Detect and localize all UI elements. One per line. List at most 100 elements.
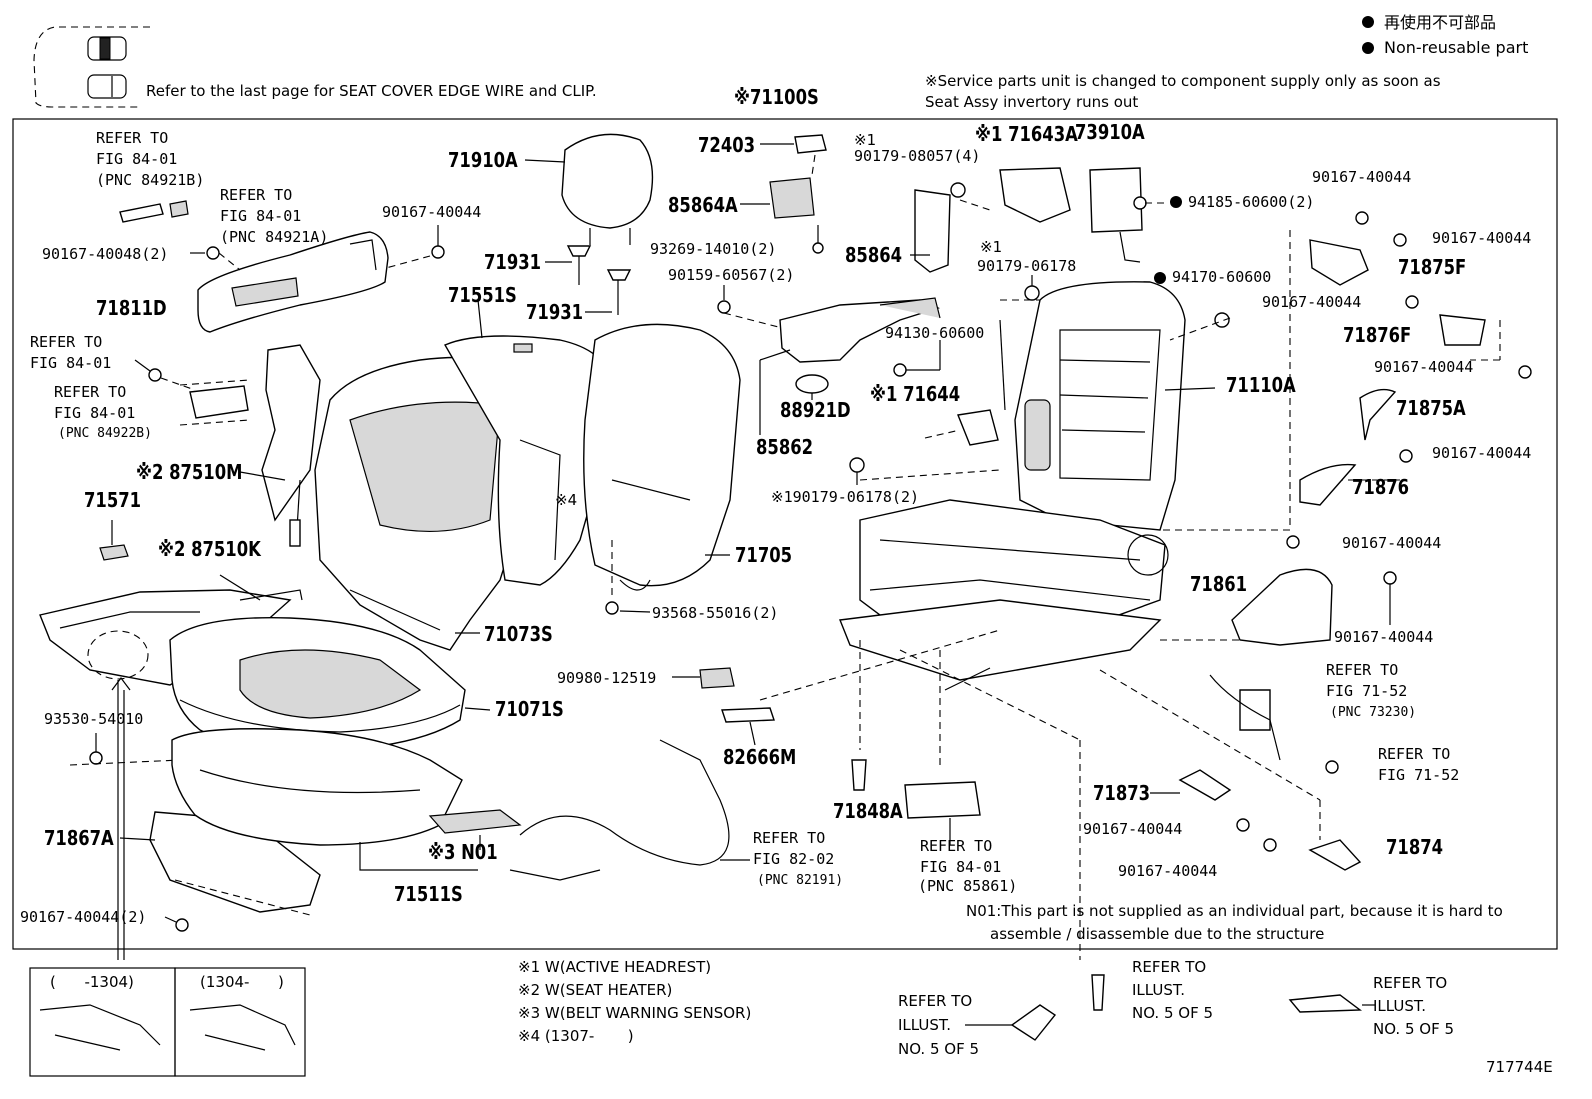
label-refer: FIG 84-01: [96, 150, 178, 168]
label-refer: (PNC 84921B): [96, 171, 205, 189]
label-refer: (PNC 84922B): [58, 426, 152, 441]
label-part: 71910A: [448, 148, 518, 172]
cover-71861: [1231, 568, 1333, 646]
label-part: 71511S: [394, 882, 463, 906]
legend-en: Non-reusable part: [1384, 38, 1529, 57]
label-part: 71811D: [96, 296, 167, 320]
label-part: 72403: [698, 133, 756, 157]
label-part: 71874: [1386, 835, 1444, 859]
label-refer: NO. 5 OF 5: [1132, 1004, 1214, 1022]
label-part: ※1 71644: [870, 382, 961, 406]
label-part: 90980-12519: [557, 669, 657, 687]
inset-right-label: (1304- ): [200, 973, 284, 991]
service-note-2: Seat Assy invertory runs out: [925, 93, 1139, 111]
label-part: 90167-40044: [1432, 444, 1532, 462]
footnote-2: ※2 W(SEAT HEATER): [518, 981, 673, 999]
seat-rails: [839, 599, 1162, 681]
label-part: ※3 N01: [428, 840, 498, 864]
part-71644: [957, 409, 999, 446]
knob-84921b: [119, 203, 164, 223]
cushion-pad-71511s: [171, 728, 463, 846]
label-refer: REFER TO: [1132, 958, 1207, 976]
label-part: 85864: [845, 243, 903, 267]
label-refer: FIG 84-01: [30, 354, 112, 372]
back-board-71705: [583, 323, 741, 587]
label-refer: FIG 71-52: [1378, 766, 1460, 784]
label-part: ※2 87510K: [158, 537, 261, 561]
seatback-frame-71110a: [1014, 281, 1186, 531]
label-part: ※2 87510M: [136, 460, 243, 484]
detail-circle: [87, 630, 149, 680]
inset-right-box: [174, 967, 306, 1077]
label-refer: REFER TO: [1373, 974, 1448, 992]
clip-72403: [794, 134, 827, 154]
label-refer: FIG 84-01: [54, 404, 136, 422]
label-part: 71875A: [1396, 396, 1466, 420]
label-part: 85864A: [668, 193, 738, 217]
support-71931-a: [566, 245, 592, 257]
footnote-4: ※4 (1307- ): [518, 1027, 634, 1045]
label-part: 71875F: [1398, 255, 1467, 279]
non-reusable-dot-2: [1362, 42, 1374, 54]
pad-71571: [99, 544, 129, 561]
label-part: 71571: [84, 488, 142, 512]
label-refer: REFER TO: [96, 129, 169, 147]
label-part: 71867A: [44, 826, 114, 850]
label-refer: (PNC 73230): [1330, 705, 1417, 720]
label-part: 90167-40044: [1083, 820, 1183, 838]
n01-note-1: N01:This part is not supplied as an indi…: [966, 902, 1503, 920]
bracket-84922b: [189, 385, 249, 419]
label-part: 71848A: [833, 799, 903, 823]
knob-84921a: [169, 200, 189, 218]
label-part: 90167-40044: [1432, 229, 1532, 247]
pin-71848a: [851, 759, 867, 791]
refer-illust-part-a: [1010, 1004, 1057, 1041]
label-part: 90167-40044: [1262, 293, 1362, 311]
non-reusable-dot-1: [1362, 16, 1374, 28]
n01-note-2: assemble / disassemble due to the struct…: [990, 925, 1325, 943]
clip-icon-1: [87, 36, 127, 61]
label-part: 71071S: [495, 697, 564, 721]
label-part: 85862: [756, 435, 814, 459]
connector-90980: [699, 667, 735, 689]
label-part: 73910A: [1075, 120, 1145, 144]
label-part: 93568-55016(2): [652, 604, 779, 622]
ecu-box: [904, 781, 981, 819]
label-part: 71705: [735, 543, 793, 567]
belt-buckle: [1239, 689, 1271, 731]
airbag-73910a: [1089, 167, 1143, 233]
label-part: 90179-06178: [977, 257, 1077, 275]
footnote-1: ※1 W(ACTIVE HEADREST): [518, 958, 712, 976]
label-refer: REFER TO: [54, 383, 127, 401]
label-refer: FIG 71-52: [1326, 682, 1408, 700]
label-part: 90167-40044: [1312, 168, 1412, 186]
part-71874: [1308, 839, 1362, 871]
label-refer: NO. 5 OF 5: [898, 1040, 980, 1058]
label-note: ※1: [980, 238, 1003, 256]
motor-cap-88921d: [795, 374, 829, 394]
label-refer: (PNC 84921A): [220, 228, 329, 246]
label-refer: FIG 82-02: [753, 850, 835, 868]
label-refer: (PNC 85861): [918, 877, 1018, 895]
lever-71875a: [1359, 388, 1397, 441]
label-part: ※1 71643A: [975, 122, 1078, 146]
wire-harness: [519, 739, 730, 866]
belt-sensor-n01: [428, 809, 522, 834]
label-refer: ILLUST.: [898, 1016, 952, 1034]
label-part: 71876: [1352, 475, 1410, 499]
label-part: 93530-54010: [44, 710, 144, 728]
legend-jp: 再使用不可部品: [1384, 13, 1497, 32]
footnote-3: ※3 W(BELT WARNING SENSOR): [518, 1004, 752, 1022]
label-refer: FIG 84-01: [920, 858, 1002, 876]
label-part: 94130-60600: [885, 324, 985, 342]
bracket-85864a: [769, 177, 815, 219]
label-note: ※1: [854, 131, 877, 149]
label-refer: REFER TO: [753, 829, 826, 847]
cushion-frame: [859, 499, 1166, 641]
label-refer: ILLUST.: [1373, 997, 1427, 1015]
support-71931-b: [606, 269, 632, 281]
cover-71876f: [1439, 314, 1486, 346]
drawing-id: 717744E: [1486, 1058, 1553, 1076]
